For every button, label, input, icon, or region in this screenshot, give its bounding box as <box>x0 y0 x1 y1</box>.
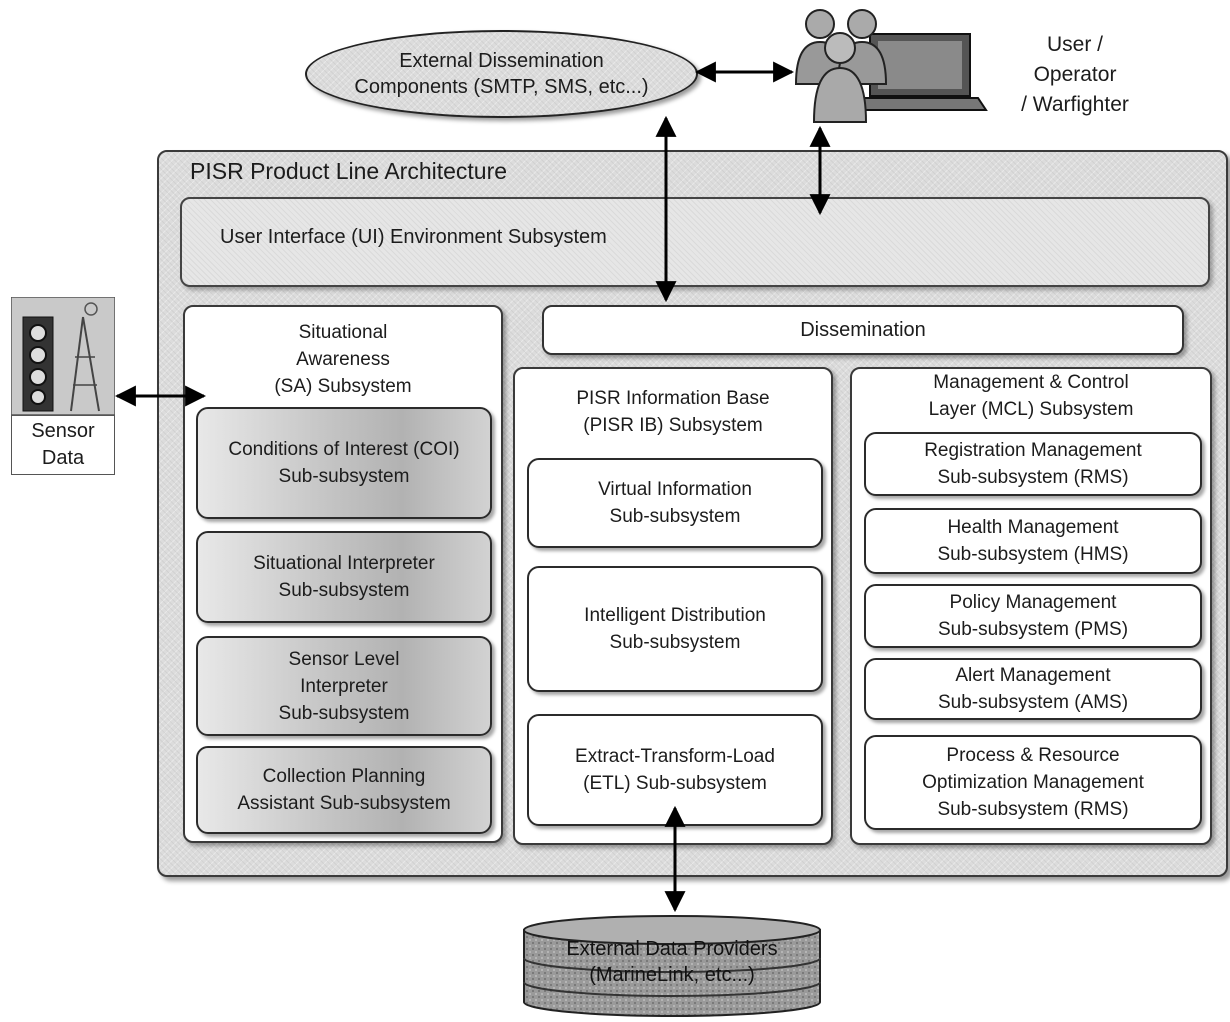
mcl-subsystem-title: Management & Control Layer (MCL) Subsyst… <box>928 372 1134 420</box>
sensor-data-label: Sensor Data <box>31 420 95 469</box>
situational-interpreter-sub-subsystem: Situational Interpreter Sub-subsystem <box>196 531 492 623</box>
alert-management-sub-subsystem: Alert Management Sub-subsystem (AMS) <box>864 658 1202 720</box>
virtual-information-sub-subsystem: Virtual Information Sub-subsystem <box>527 458 823 548</box>
external-data-providers-label: External Data Providers (MarineLink, etc… <box>566 938 778 986</box>
sa-subsystem-title: Situational Awareness (SA) Subsystem <box>274 322 412 397</box>
dissemination-label: Dissemination <box>800 318 926 341</box>
intelligent-distribution-label: Intelligent Distribution Sub-subsystem <box>584 605 766 653</box>
coi-label: Conditions of Interest (COI) Sub-subsyst… <box>228 439 460 487</box>
process-resource-optimization-sub-subsystem: Process & Resource Optimization Manageme… <box>864 735 1202 830</box>
ui-environment-subsystem: User Interface (UI) Environment Subsyste… <box>180 197 1210 287</box>
situational-interpreter-label: Situational Interpreter Sub-subsystem <box>253 553 435 601</box>
sensor-level-interpreter-label: Sensor Level Interpreter Sub-subsystem <box>278 648 410 724</box>
sensor-level-interpreter-sub-subsystem: Sensor Level Interpreter Sub-subsystem <box>196 636 492 736</box>
coi-sub-subsystem: Conditions of Interest (COI) Sub-subsyst… <box>196 407 492 519</box>
pisr-ib-subsystem-title: PISR Information Base (PISR IB) Subsyste… <box>576 388 770 436</box>
intelligent-distribution-sub-subsystem: Intelligent Distribution Sub-subsystem <box>527 566 823 692</box>
etl-label: Extract-Transform-Load (ETL) Sub-subsyst… <box>575 746 775 794</box>
users-laptop-icon <box>794 9 988 123</box>
registration-management-label: Registration Management Sub-subsystem (R… <box>924 440 1142 488</box>
etl-sub-subsystem: Extract-Transform-Load (ETL) Sub-subsyst… <box>527 714 823 826</box>
sensor-tower-icon <box>11 297 115 415</box>
registration-management-sub-subsystem: Registration Management Sub-subsystem (R… <box>864 432 1202 496</box>
virtual-information-label: Virtual Information Sub-subsystem <box>598 479 752 527</box>
health-management-label: Health Management Sub-subsystem (HMS) <box>937 517 1129 565</box>
database-cylinder-icon <box>523 915 821 1017</box>
process-resource-label: Process & Resource Optimization Manageme… <box>922 745 1144 820</box>
policy-management-sub-subsystem: Policy Management Sub-subsystem (PMS) <box>864 584 1202 648</box>
collection-planning-sub-subsystem: Collection Planning Assistant Sub-subsys… <box>196 746 492 834</box>
external-dissemination-label: External Dissemination Components (SMTP,… <box>354 50 649 98</box>
dissemination-bar: Dissemination <box>542 305 1184 355</box>
policy-management-label: Policy Management Sub-subsystem (PMS) <box>937 592 1129 640</box>
ui-environment-label: User Interface (UI) Environment Subsyste… <box>220 226 607 248</box>
collection-planning-label: Collection Planning Assistant Sub-subsys… <box>237 766 451 814</box>
external-dissemination-node: External Dissemination Components (SMTP,… <box>305 30 698 118</box>
health-management-sub-subsystem: Health Management Sub-subsystem (HMS) <box>864 508 1202 574</box>
architecture-title: PISR Product Line Architecture <box>190 158 508 184</box>
sensor-data-box: Sensor Data <box>11 415 115 475</box>
user-operator-label: User / Operator / Warfighter <box>1021 33 1129 116</box>
alert-management-label: Alert Management Sub-subsystem (AMS) <box>937 665 1129 713</box>
